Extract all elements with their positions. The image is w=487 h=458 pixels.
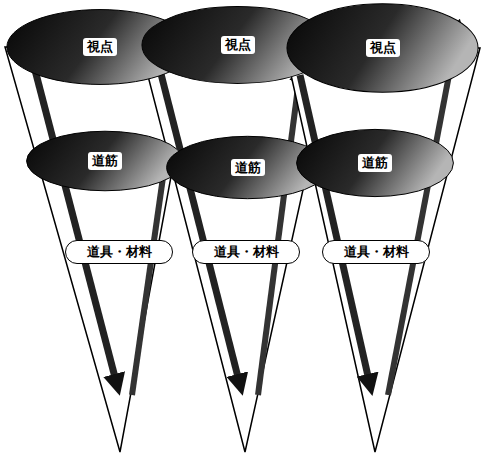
node-text: 道具・材料 [83, 243, 156, 261]
node-text: 道具・材料 [340, 243, 413, 261]
cone [285, 48, 480, 452]
ellipse-shape [27, 131, 184, 191]
ellipse-shape [297, 129, 454, 196]
tools-label: 道具・材料 [65, 240, 173, 264]
path-ellipse: 道筋 [25, 130, 185, 192]
node-text: 視点 [83, 38, 117, 56]
node-text: 視点 [221, 36, 255, 54]
ellipse-shape [287, 4, 478, 92]
down-arrow [35, 70, 117, 385]
down-arrow [300, 75, 370, 385]
node-text: 視点 [366, 39, 400, 57]
node-text: 道筋 [88, 152, 122, 170]
node-text: 道具・材料 [210, 243, 283, 261]
viewpoint-ellipse: 視点 [285, 2, 480, 94]
down-arrow [160, 70, 240, 385]
tools-label: 道具・材料 [322, 240, 430, 264]
node-text: 道筋 [231, 159, 265, 177]
path-ellipse: 道筋 [295, 128, 455, 198]
up-arrow [258, 72, 300, 395]
tools-label: 道具・材料 [192, 240, 300, 264]
node-text: 道筋 [358, 154, 392, 172]
